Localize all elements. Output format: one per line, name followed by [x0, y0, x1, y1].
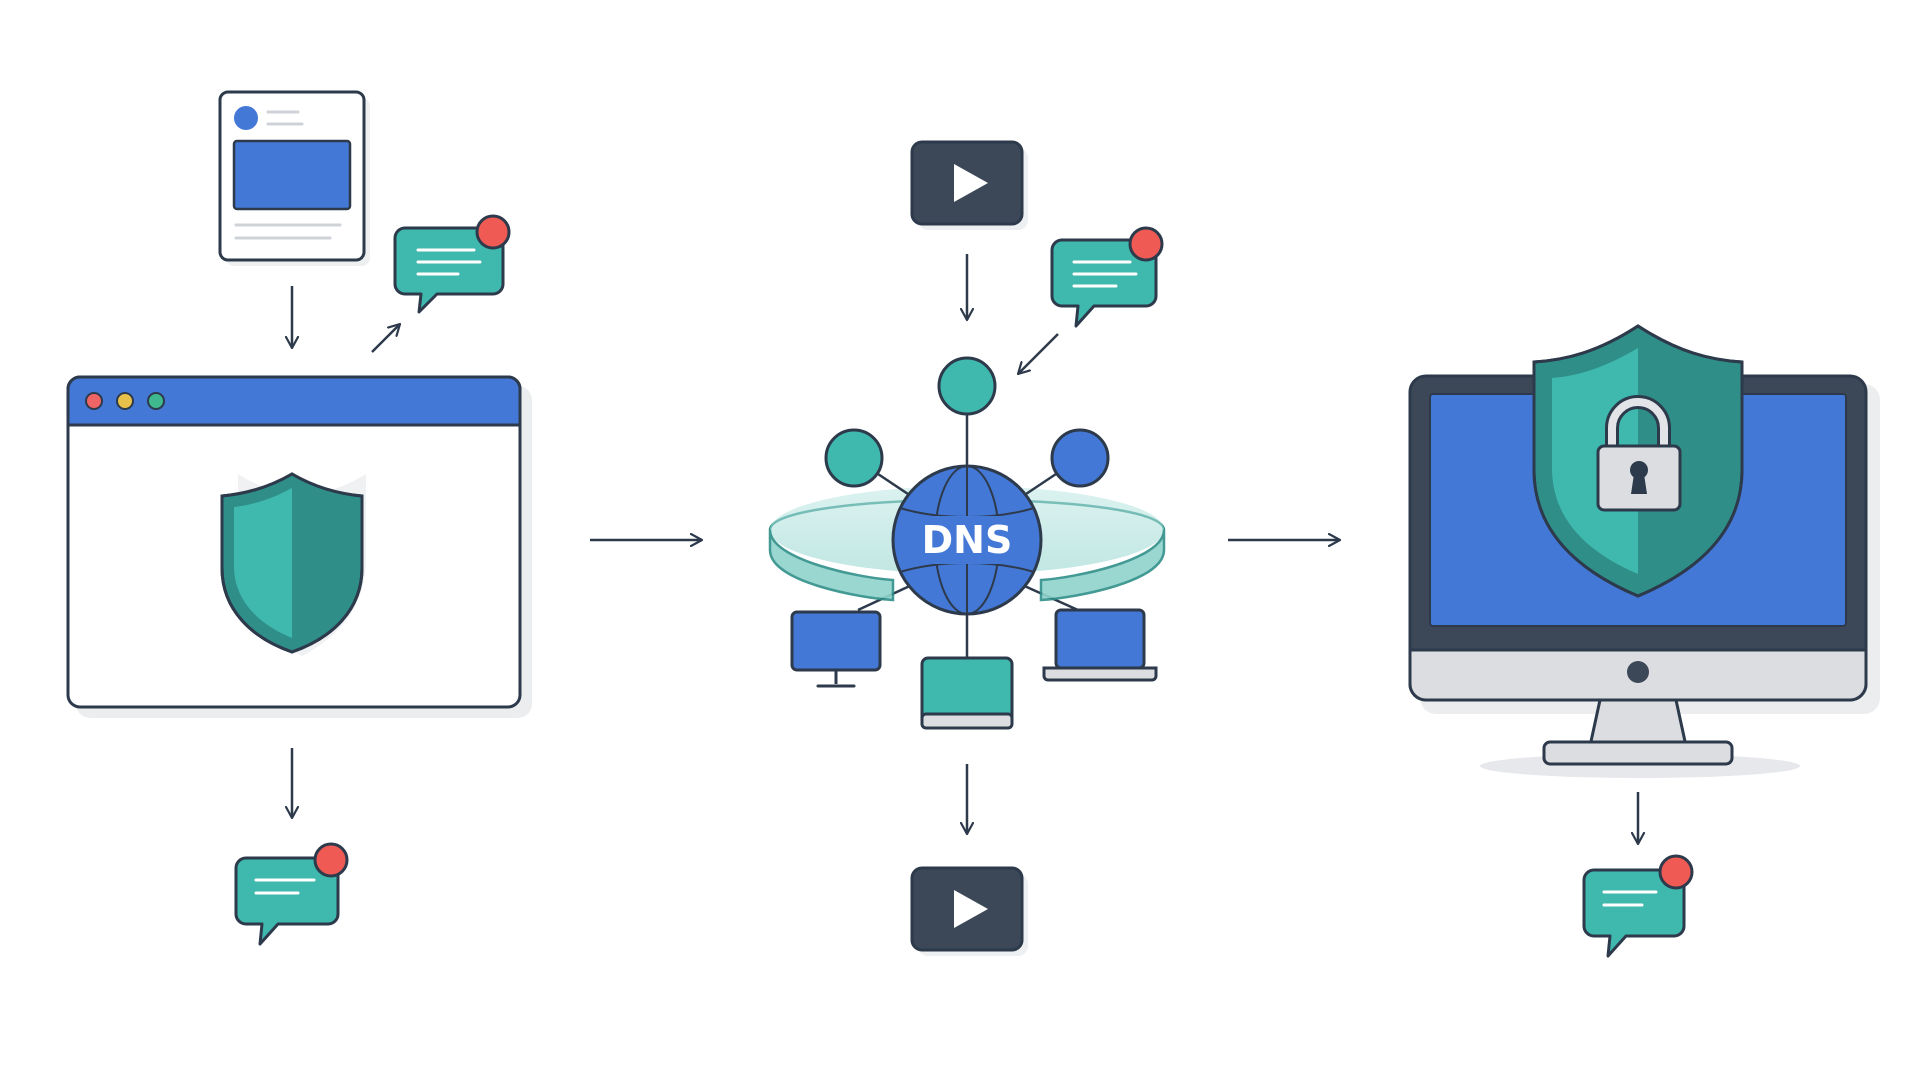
desktop-monitor-icon: [790, 610, 882, 688]
flow-arrow-icon: [1018, 333, 1059, 374]
chat-notification-icon: [234, 842, 349, 946]
tablet-icon: [920, 656, 1014, 730]
video-play-icon: [910, 140, 1028, 230]
network-node-icon: [824, 428, 884, 488]
video-play-icon: [910, 866, 1028, 956]
flow-arrow-icon: [371, 324, 400, 353]
dns-network-hub: DNS: [768, 356, 1166, 730]
document-card-icon: [218, 90, 370, 266]
chat-notification-icon: [1050, 226, 1164, 328]
shield-icon: [1532, 324, 1744, 598]
network-node-icon: [1050, 428, 1110, 488]
network-node-icon: [937, 356, 997, 416]
hub-label: DNS: [922, 518, 1013, 562]
chat-notification-icon: [1582, 854, 1694, 958]
desktop-monitor-icon: [1408, 324, 1880, 778]
shield-icon: [220, 472, 366, 656]
globe-icon: DNS: [891, 464, 1043, 616]
chat-notification-icon: [393, 214, 511, 314]
browser-window-icon: [66, 375, 532, 718]
padlock-icon: [1596, 395, 1682, 512]
laptop-icon: [1042, 608, 1158, 682]
